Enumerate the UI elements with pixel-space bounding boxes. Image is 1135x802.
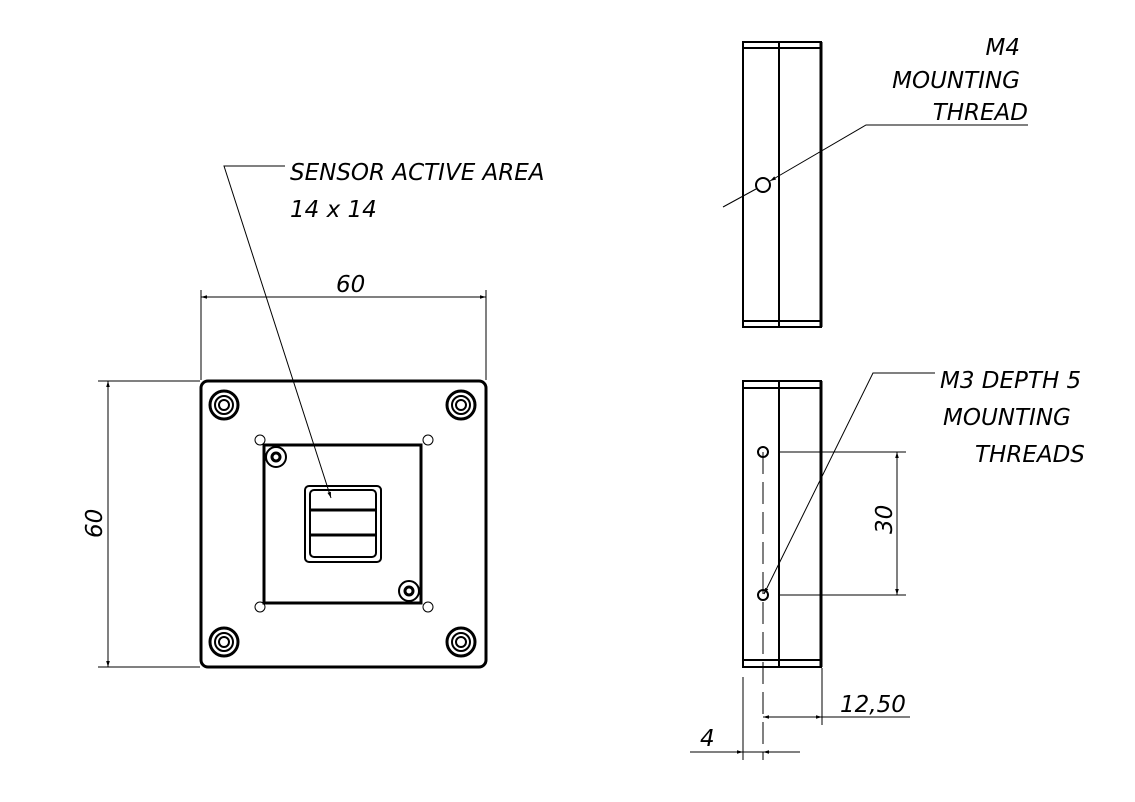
sensor-label-line1: SENSOR ACTIVE AREA: [290, 160, 545, 186]
height-dimension-label: 60: [82, 509, 108, 538]
width-dimension: 60: [200, 272, 487, 380]
corner-mounting-holes: [208, 389, 477, 658]
corner-hole: [208, 626, 240, 658]
side-view-top: M4 MOUNTING THREAD: [722, 35, 1028, 328]
m4-label-line1: M4: [986, 35, 1020, 61]
sensor-board: [262, 443, 423, 605]
housing-outline: [199, 379, 488, 669]
board-screw: [265, 446, 287, 468]
m3-label-line1: M3 DEPTH 5: [940, 368, 1081, 394]
m4-label-line2: MOUNTING: [892, 68, 1020, 94]
corner-hole: [445, 626, 477, 658]
height-dimension: 60: [82, 380, 200, 668]
m4-thread-hole: [755, 177, 771, 193]
small-holes: [254, 434, 434, 613]
front-view: 60 60 SENSOR ACTIVE AREA 14 x 14: [82, 160, 545, 669]
edge-dimension-label: 4: [700, 726, 715, 752]
width-dimension-label: 60: [336, 272, 365, 298]
m4-label-line3: THREAD: [933, 100, 1028, 126]
offset-dimension-label: 12,50: [840, 692, 906, 718]
side-view-bottom: 30 M3 DEPTH 5 MOUNTING THREADS 12,50 4: [690, 368, 1085, 760]
sensor-active-area: [309, 489, 377, 558]
sensor-leader: SENSOR ACTIVE AREA 14 x 14: [223, 160, 545, 499]
corner-hole: [445, 389, 477, 421]
board-screw: [398, 580, 420, 602]
corner-hole: [208, 389, 240, 421]
sensor-label-line2: 14 x 14: [290, 197, 377, 223]
m3-label-line2: MOUNTING: [943, 405, 1071, 431]
spacing-dimension-label: 30: [872, 505, 898, 534]
sensor-frame: [304, 485, 382, 563]
m3-label-line3: THREADS: [975, 442, 1085, 468]
